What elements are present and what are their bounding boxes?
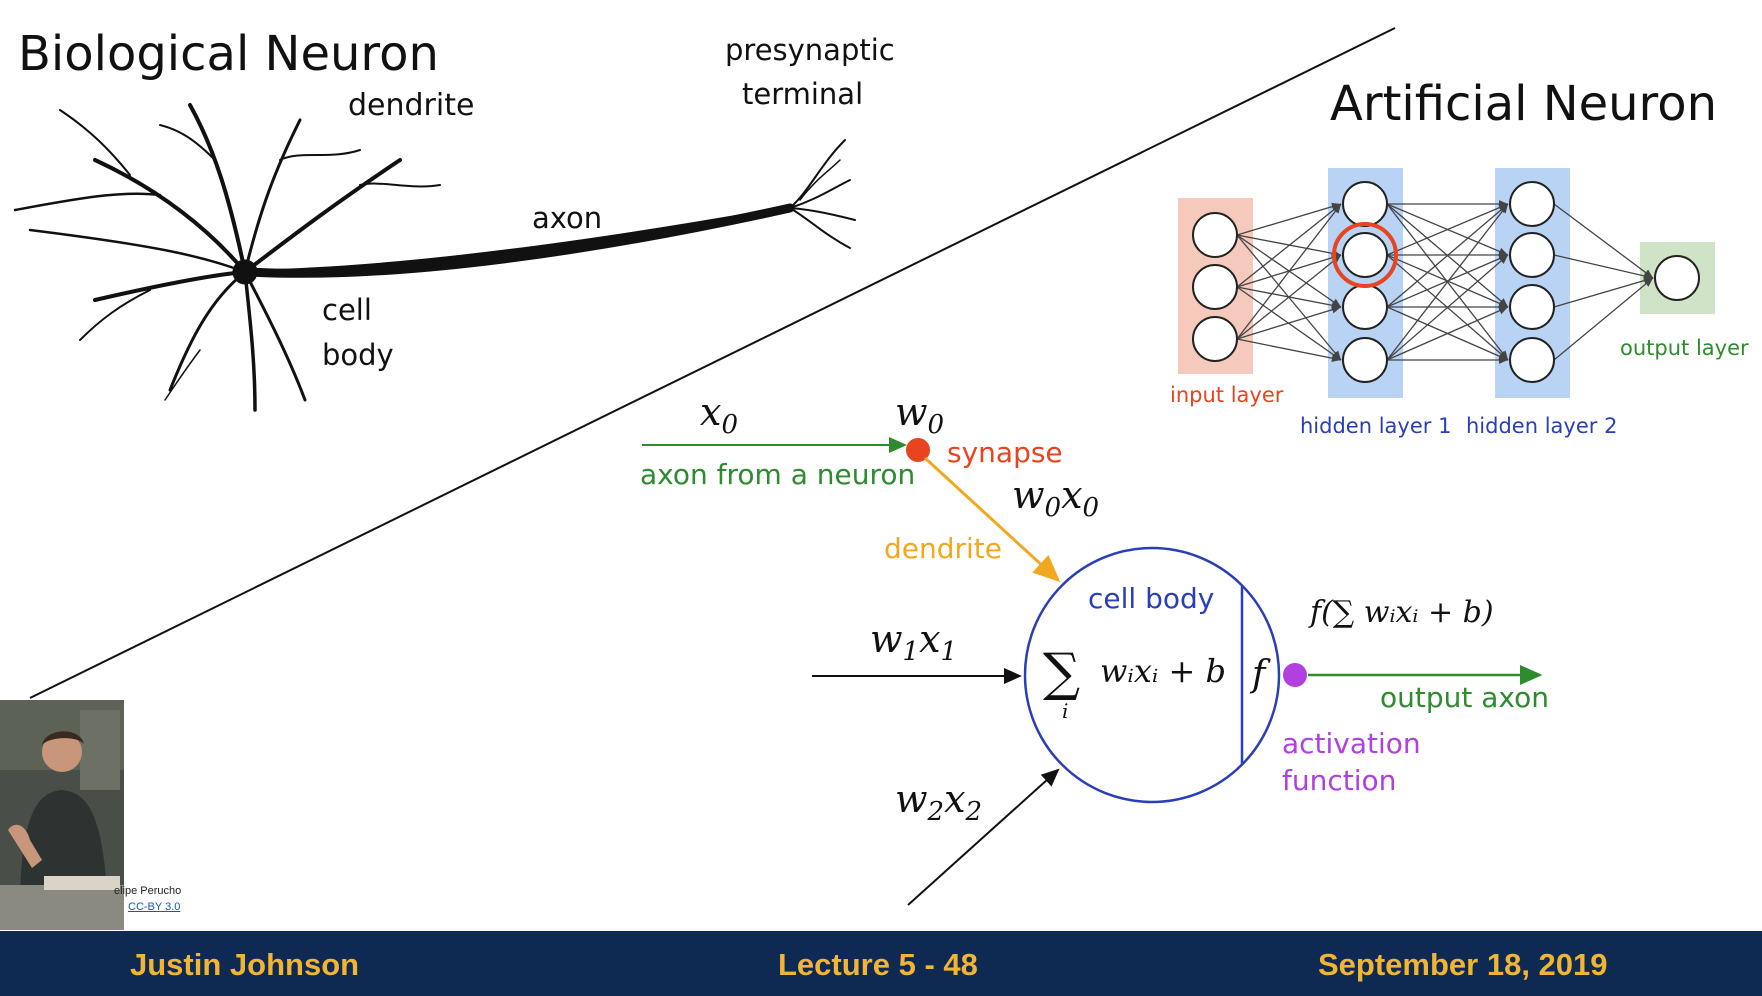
- input-w2x2-arrow: [907, 768, 1060, 906]
- network-nodes: [1192, 181, 1700, 383]
- network-edge: [1553, 277, 1654, 361]
- sum-symbol: ∑: [1043, 643, 1080, 703]
- presynaptic-label: presynaptic: [725, 33, 895, 67]
- hidden-1-neuron: [1342, 284, 1388, 330]
- input-neuron: [1192, 316, 1238, 362]
- network-edge: [1236, 203, 1342, 288]
- synapse-dot: [906, 438, 930, 462]
- synapse-label: synapse: [947, 436, 1063, 469]
- f-symbol: f: [1249, 654, 1271, 695]
- math-model: [642, 437, 1543, 906]
- output-neuron: [1654, 255, 1700, 301]
- footer-bar: Justin Johnson Lecture 5 - 48 September …: [0, 931, 1762, 996]
- hidden-1-neuron: [1342, 337, 1388, 383]
- hidden-layer-1-label: hidden layer 1: [1300, 414, 1451, 438]
- network-edges: [1236, 200, 1654, 364]
- artificial-title: Artificial Neuron: [1330, 76, 1717, 132]
- dendrite-label: dendrite: [348, 88, 474, 123]
- network-edge: [1553, 203, 1654, 279]
- dendrite-arrow: [923, 456, 1061, 583]
- network-edge: [1236, 202, 1342, 236]
- network-edge: [1236, 338, 1342, 363]
- network-edge: [1236, 203, 1342, 340]
- w0x0-label: w0x0: [1012, 473, 1099, 523]
- output-formula: f(∑ wᵢxᵢ + b): [1308, 595, 1494, 630]
- footer-lecture: Lecture 5 - 48: [778, 947, 978, 982]
- hidden-2-neuron: [1509, 284, 1555, 330]
- hidden-layer-2-label: hidden layer 2: [1466, 414, 1617, 438]
- terminal-label: terminal: [742, 77, 863, 111]
- cell-body-circle: [1023, 546, 1281, 804]
- input-neuron: [1192, 264, 1238, 310]
- network-edge: [1386, 254, 1509, 361]
- hidden-1-neuron: [1342, 232, 1388, 278]
- x0-label: x0: [700, 390, 738, 440]
- output-layer-label: output layer: [1620, 336, 1749, 360]
- biological-title: Biological Neuron: [18, 26, 439, 82]
- hidden-2-neuron: [1509, 181, 1555, 227]
- webcam-video: [0, 700, 124, 930]
- sum-index: i: [1062, 699, 1068, 723]
- highlighted-neuron-ring: [1332, 222, 1398, 288]
- axon-label: axon: [532, 201, 602, 235]
- network-edge: [1386, 203, 1509, 308]
- input-neuron: [1192, 212, 1238, 258]
- function-label: function: [1282, 764, 1396, 797]
- hidden-2-neuron: [1509, 337, 1555, 383]
- network-edge: [1236, 254, 1342, 340]
- axon-from-neuron-label: axon from a neuron: [640, 458, 915, 491]
- network-edge: [1386, 203, 1509, 361]
- activation-dot: [1283, 663, 1307, 687]
- output-axon-label: output axon: [1380, 681, 1549, 714]
- hidden-2-neuron: [1509, 232, 1555, 278]
- cell-label: cell: [322, 293, 372, 327]
- network-edge: [1553, 276, 1654, 308]
- cell-body-label: cell body: [1088, 582, 1214, 615]
- footer-date: September 18, 2019: [1318, 947, 1608, 982]
- footer-author: Justin Johnson: [130, 947, 360, 982]
- photo-credit: elipe Perucho: [114, 885, 182, 897]
- biological-neuron-drawing: [13, 103, 856, 412]
- hidden-1-neuron: [1342, 181, 1388, 227]
- dendrite-model-label: dendrite: [884, 532, 1002, 565]
- w1x1-label: w1x1: [870, 617, 957, 667]
- diagonal-divider: [29, 27, 1396, 699]
- sum-expression: wᵢxᵢ + b: [1100, 652, 1226, 690]
- network-edge: [1236, 305, 1342, 340]
- license-link[interactable]: CC-BY 3.0: [128, 901, 181, 913]
- network-diagram: [1178, 168, 1715, 398]
- body-label: body: [322, 338, 394, 372]
- speaker-image: [0, 700, 124, 930]
- w0-label: w0: [895, 390, 944, 440]
- network-edge: [1386, 203, 1509, 256]
- network-edge: [1386, 306, 1509, 361]
- activation-label: activation: [1282, 727, 1421, 760]
- network-edge: [1553, 254, 1654, 280]
- input-layer-label: input layer: [1170, 383, 1284, 407]
- w2x2-label: w2x2: [895, 777, 982, 827]
